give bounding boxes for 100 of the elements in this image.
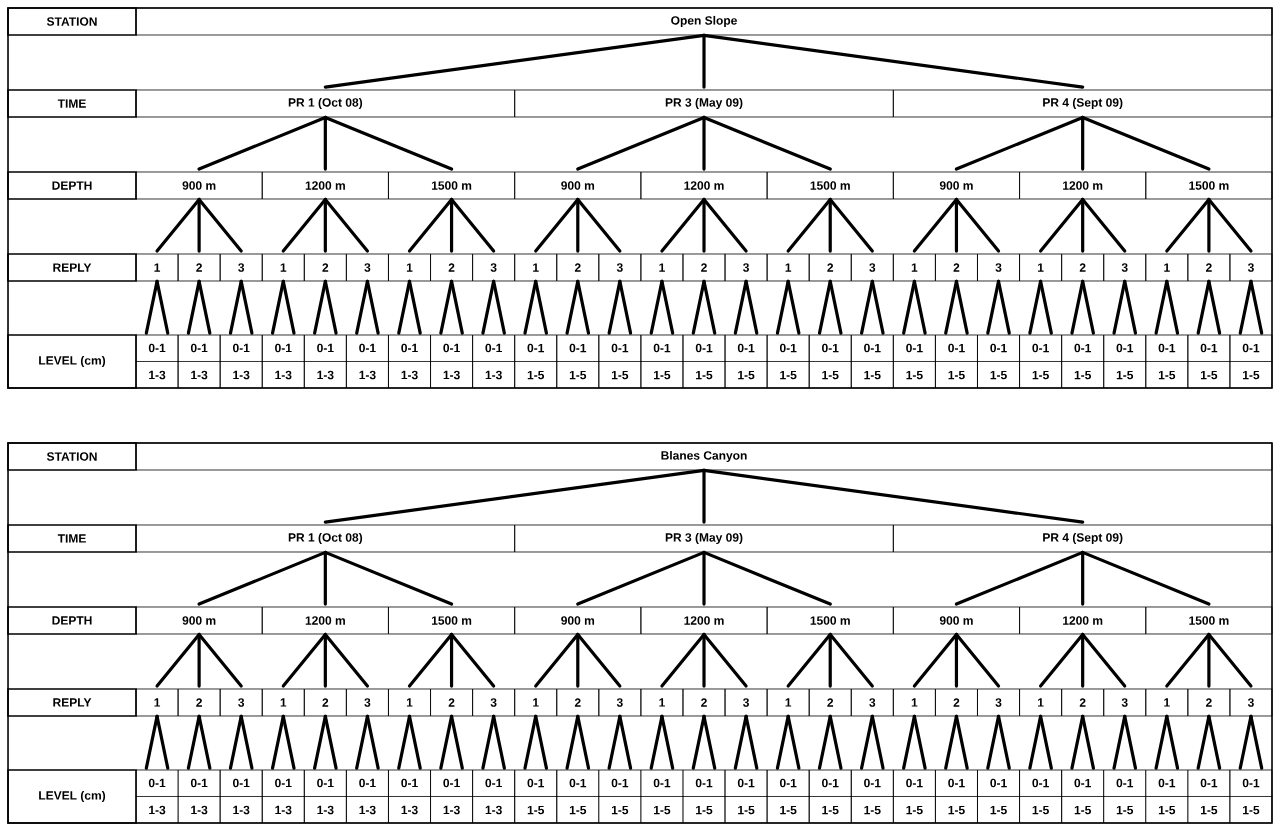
tree-line (197, 197, 243, 253)
level-cell: 0-1 1-3 (345, 334, 390, 389)
table-cell: 1 (388, 688, 431, 717)
tree-line (449, 197, 496, 253)
tree-line (323, 714, 338, 770)
level-cell: 0-1 1-3 (429, 769, 474, 824)
table-cell: PR 3 (May 09) (514, 524, 894, 553)
table-cell: PR 3 (May 09) (514, 89, 894, 118)
tree-line (197, 279, 212, 335)
level-cell: 0-1 1-5 (1018, 334, 1063, 389)
level-cell: 0-1 1-3 (177, 334, 221, 389)
tree-line (576, 279, 591, 335)
tree-line (902, 714, 916, 770)
table-cell: 2 (556, 253, 600, 282)
tree-line (828, 632, 874, 688)
table-cell: 2 (430, 253, 473, 282)
tree-line (1165, 714, 1180, 770)
tree-line (775, 714, 790, 770)
header-cell: LEVEL (cm) (7, 769, 137, 824)
tree-line (702, 632, 748, 688)
table-cell: Open Slope (135, 7, 1273, 36)
header-cell: TIME (7, 524, 137, 553)
table-cell: 3 (724, 253, 768, 282)
tree-line (828, 197, 874, 253)
header-cell: STATION (7, 7, 137, 36)
tree-line (702, 550, 832, 606)
table-cell: 3 (724, 688, 768, 717)
table-cell: 2 (682, 253, 726, 282)
tree-line (186, 714, 201, 770)
tree-line (744, 279, 759, 335)
table-cell: 1200 m (1019, 171, 1147, 200)
table-cell: 3 (219, 688, 263, 717)
level-cell: 0-1 1-3 (471, 769, 516, 824)
tree-line (786, 197, 832, 253)
table-cell: 1500 m (388, 171, 516, 200)
table-cell: 900 m (514, 171, 642, 200)
tree-line (323, 197, 370, 253)
table-cell: 1 (514, 253, 558, 282)
tree-line (1081, 550, 1211, 606)
table-cell: PR 4 (Sept 09) (892, 524, 1273, 553)
tree-line (365, 714, 380, 770)
table-cell: 900 m (135, 606, 263, 635)
tree-line (144, 279, 159, 335)
tree-line (786, 632, 832, 688)
tree-line (996, 714, 1011, 770)
tree-line (270, 279, 285, 335)
table-cell: 1500 m (1145, 606, 1273, 635)
tree-line (702, 468, 1085, 524)
tree-line (828, 279, 843, 335)
table-cell: 3 (472, 688, 516, 717)
tree-line (313, 714, 327, 770)
table-cell: 1 (892, 688, 936, 717)
tree-line (954, 279, 969, 335)
table-cell: 1500 m (766, 606, 894, 635)
table-cell: 900 m (892, 606, 1020, 635)
level-cell: 0-1 1-5 (1187, 769, 1231, 824)
table-cell: 1 (261, 688, 305, 717)
tree-line (1123, 279, 1138, 335)
table-cell: 2 (430, 688, 473, 717)
table-cell: 3 (850, 253, 894, 282)
table-cell: 1200 m (261, 171, 389, 200)
table-cell: 2 (682, 688, 726, 717)
table-cell: 900 m (135, 171, 263, 200)
tree-line (954, 632, 1001, 688)
table-cell: 2 (935, 688, 978, 717)
tree-line (817, 714, 832, 770)
tree-line (576, 197, 622, 253)
table-cell: 1 (766, 253, 810, 282)
level-cell: 0-1 1-3 (387, 769, 432, 824)
level-cell: 0-1 1-5 (1102, 769, 1147, 824)
table-cell: 3 (472, 253, 516, 282)
tree-line (702, 279, 717, 335)
tree-line (323, 279, 338, 335)
tree-line (576, 632, 622, 688)
level-cell: 0-1 1-5 (1060, 334, 1105, 389)
table-cell: 1 (261, 253, 305, 282)
tree-line (1207, 632, 1253, 688)
level-cell: 0-1 1-5 (766, 769, 810, 824)
table-cell: 2 (556, 688, 600, 717)
level-cell: 0-1 1-5 (766, 334, 810, 389)
level-cell: 0-1 1-3 (219, 334, 264, 389)
tree-line (407, 279, 422, 335)
tree-line (996, 279, 1011, 335)
table-cell: 3 (1103, 253, 1147, 282)
level-cell: 0-1 1-5 (1145, 334, 1189, 389)
tree-line (649, 279, 664, 335)
level-cell: 0-1 1-5 (808, 334, 853, 389)
table-cell: 3 (977, 688, 1020, 717)
tree-line (323, 550, 454, 606)
level-cell: 0-1 1-3 (429, 334, 474, 389)
table-cell: 3 (346, 253, 389, 282)
tree-line (1081, 632, 1127, 688)
tree-line (323, 632, 370, 688)
table-cell: 1 (766, 688, 810, 717)
table-cell: 2 (1061, 253, 1105, 282)
tree-line (817, 279, 832, 335)
tree-line (365, 279, 380, 335)
tree-line (1081, 550, 1085, 606)
table-cell: 1200 m (261, 606, 389, 635)
tree-line (775, 279, 790, 335)
